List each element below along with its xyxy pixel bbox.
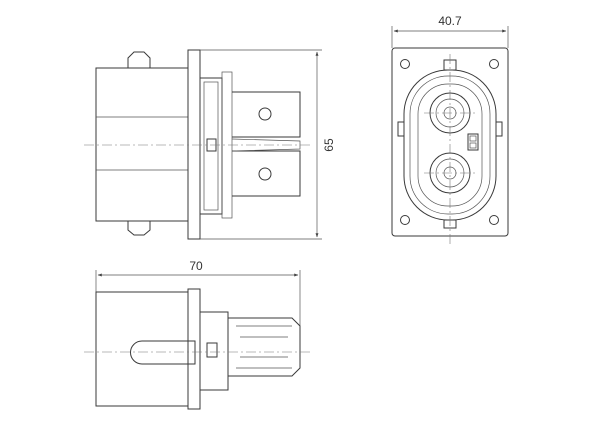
bottom-terminal xyxy=(228,317,301,377)
bottom-rear-housing xyxy=(199,311,229,391)
interlock-pins xyxy=(467,133,479,151)
top-latch xyxy=(127,51,151,68)
mounting-hole-bottom-left xyxy=(400,215,410,225)
height-dimension-label: 65 xyxy=(322,138,336,152)
front-view: 40.7 xyxy=(391,14,509,244)
lower-terminal xyxy=(232,150,301,197)
rear-housing xyxy=(199,77,223,215)
bottom-body xyxy=(95,291,189,407)
bottom-flange xyxy=(187,288,201,410)
mounting-hole-top-right xyxy=(489,59,499,69)
width-dimension-label: 40.7 xyxy=(438,14,462,28)
bottom-view: 70 xyxy=(84,259,310,410)
upper-terminal xyxy=(232,91,301,138)
mounting-hole-top-left xyxy=(400,59,410,69)
bottom-latch xyxy=(127,221,151,236)
side-view: 65 xyxy=(84,49,336,240)
guide-pin xyxy=(130,340,196,365)
length-dimension-label: 70 xyxy=(189,259,203,273)
side-body xyxy=(95,67,189,222)
side-flange xyxy=(187,49,201,240)
mounting-hole-bottom-right xyxy=(489,215,499,225)
